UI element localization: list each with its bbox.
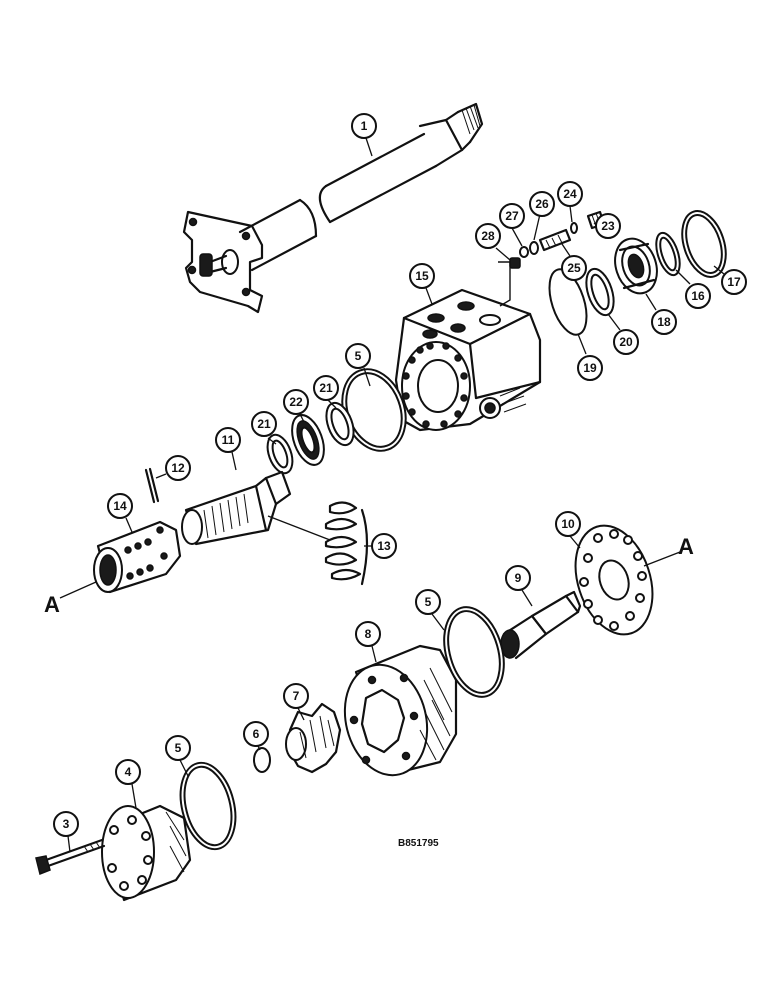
callout-21: 21 bbox=[313, 375, 339, 401]
part-5-orings bbox=[179, 606, 505, 851]
callout-22: 22 bbox=[283, 389, 309, 415]
callout-6: 6 bbox=[243, 721, 269, 747]
part-relief-valve-set bbox=[498, 210, 606, 307]
callout-24: 24 bbox=[557, 181, 583, 207]
callout-5: 5 bbox=[415, 589, 441, 615]
svg-text:15: 15 bbox=[415, 269, 429, 283]
callout-5: 5 bbox=[165, 735, 191, 761]
callout-8: 8 bbox=[355, 621, 381, 647]
callout-4: 4 bbox=[115, 759, 141, 785]
svg-text:5: 5 bbox=[425, 595, 432, 609]
svg-text:19: 19 bbox=[583, 361, 597, 375]
svg-text:26: 26 bbox=[535, 197, 549, 211]
callout-16: 16 bbox=[685, 283, 711, 309]
callout-23: 23 bbox=[595, 213, 621, 239]
svg-text:6: 6 bbox=[253, 727, 260, 741]
svg-text:24: 24 bbox=[563, 187, 577, 201]
part-7-rotor bbox=[285, 702, 342, 774]
callout-20: 20 bbox=[613, 329, 639, 355]
svg-text:20: 20 bbox=[619, 335, 633, 349]
part-28-plug bbox=[509, 257, 521, 269]
callout-28: 28 bbox=[475, 223, 501, 249]
callout-14: 14 bbox=[107, 493, 133, 519]
callout-17: 17 bbox=[721, 269, 747, 295]
svg-text:25: 25 bbox=[567, 261, 581, 275]
svg-text:13: 13 bbox=[377, 539, 391, 553]
svg-text:1: 1 bbox=[361, 119, 368, 133]
svg-text:23: 23 bbox=[601, 219, 615, 233]
section-marker-a-left: A bbox=[44, 592, 60, 617]
svg-text:7: 7 bbox=[293, 689, 300, 703]
callout-10: 10 bbox=[555, 511, 581, 537]
part-24-washer bbox=[570, 222, 578, 234]
part-8-ring bbox=[343, 644, 458, 777]
svg-text:3: 3 bbox=[63, 817, 70, 831]
svg-text:21: 21 bbox=[319, 381, 333, 395]
callout-3: 3 bbox=[53, 811, 79, 837]
part-steering-column bbox=[182, 102, 484, 314]
callout-18: 18 bbox=[651, 309, 677, 335]
part-3-bolt bbox=[35, 838, 106, 876]
callout-11: 11 bbox=[215, 427, 241, 453]
part-26-ring bbox=[529, 241, 539, 255]
svg-text:17: 17 bbox=[727, 275, 741, 289]
svg-text:5: 5 bbox=[175, 741, 182, 755]
callout-25: 25 bbox=[561, 255, 587, 281]
svg-text:14: 14 bbox=[113, 499, 127, 513]
callout-26: 26 bbox=[529, 191, 555, 217]
callout-13: 13 bbox=[371, 533, 397, 559]
svg-text:28: 28 bbox=[481, 229, 495, 243]
svg-text:21: 21 bbox=[257, 417, 271, 431]
svg-text:27: 27 bbox=[505, 209, 519, 223]
callout-7: 7 bbox=[283, 683, 309, 709]
callout-5: 5 bbox=[345, 343, 371, 369]
callout-9: 9 bbox=[505, 565, 531, 591]
part-seals-right bbox=[548, 210, 727, 336]
part-port-plate bbox=[500, 524, 654, 660]
svg-text:9: 9 bbox=[515, 571, 522, 585]
svg-text:5: 5 bbox=[355, 349, 362, 363]
svg-text:22: 22 bbox=[289, 395, 303, 409]
part-6-spacer bbox=[253, 747, 271, 773]
part-4-end-cap bbox=[101, 804, 192, 902]
svg-text:12: 12 bbox=[171, 461, 185, 475]
section-marker-a-right: A bbox=[678, 534, 694, 559]
part-valve-housing bbox=[394, 288, 542, 432]
callout-12: 12 bbox=[165, 455, 191, 481]
svg-text:8: 8 bbox=[365, 627, 372, 641]
svg-text:10: 10 bbox=[561, 517, 575, 531]
svg-text:4: 4 bbox=[125, 765, 132, 779]
callouts: 1 3 4 5 5 5 6 7 8 9 10 11 12 13 14 15 16… bbox=[53, 113, 747, 837]
svg-text:18: 18 bbox=[657, 315, 671, 329]
callout-27: 27 bbox=[499, 203, 525, 229]
part-12-pin bbox=[144, 468, 156, 504]
part-27-seal bbox=[519, 246, 529, 258]
figure-id: B851795 bbox=[398, 838, 439, 849]
callout-19: 19 bbox=[577, 355, 603, 381]
part-9-drive-shaft bbox=[530, 594, 580, 636]
part-bearing-stack bbox=[266, 368, 407, 475]
svg-text:11: 11 bbox=[222, 433, 235, 447]
part-25-spool bbox=[538, 228, 572, 252]
part-13-springs bbox=[324, 501, 369, 586]
callout-1: 1 bbox=[351, 113, 377, 139]
svg-text:16: 16 bbox=[691, 289, 705, 303]
callout-15: 15 bbox=[409, 263, 435, 289]
part-spool-sleeve bbox=[93, 467, 331, 594]
callout-21: 21 bbox=[251, 411, 277, 437]
